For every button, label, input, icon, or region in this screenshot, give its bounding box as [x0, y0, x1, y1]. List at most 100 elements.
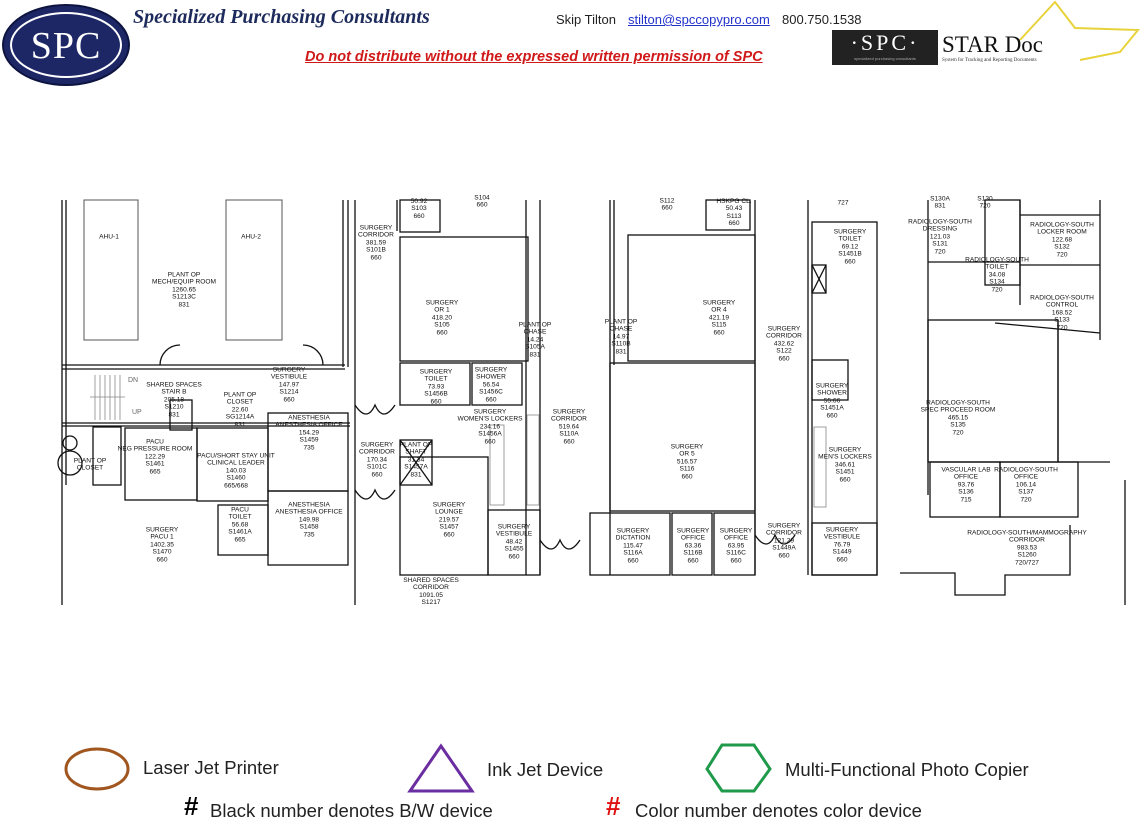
- room-label-line: 516.57: [676, 458, 698, 466]
- room-label-line: 31.34: [407, 456, 425, 464]
- room-label-line: 831: [234, 421, 246, 429]
- star-doc-logo: ·SPC· specialized purchasing consultants…: [830, 0, 1140, 90]
- room-label-line: 720: [991, 286, 1003, 294]
- room-label-line: RADIOLOGY-SOUTH: [908, 218, 972, 226]
- room-label-line: OFFICE: [953, 473, 979, 481]
- room-label-line: 106.14: [1015, 481, 1037, 489]
- room-label-line: 122.29: [144, 453, 166, 461]
- room-label-line: SHOWER: [476, 373, 506, 381]
- room-label-line: 831: [529, 351, 541, 359]
- room-label-line: S105: [434, 321, 450, 329]
- room-label-line: 660: [443, 531, 455, 539]
- room-label-line: S112: [659, 197, 675, 205]
- room-label-line: 720: [952, 429, 964, 437]
- room-label-line: CORRIDOR: [359, 448, 395, 456]
- room-label-line: 660: [485, 396, 497, 404]
- room-label-line: ANESTHESIA: [288, 501, 330, 509]
- room-label-line: CORRIDOR: [766, 529, 802, 537]
- room-label-line: S136: [958, 488, 974, 496]
- room-label-line: PLANT OP: [518, 321, 552, 329]
- room-label-line: S130A: [930, 195, 950, 203]
- room-label-line: PLANT OP: [399, 441, 433, 449]
- room-label-line: MEN'S LOCKERS: [818, 453, 872, 461]
- room-label-line: VESTIBULE: [270, 373, 308, 381]
- room-label-line: 660: [508, 553, 520, 561]
- room-label-line: 122.68: [1051, 236, 1073, 244]
- room-label-line: S1449: [832, 548, 852, 556]
- distribution-warning: Do not distribute without the expressed …: [305, 49, 763, 65]
- room-label-line: STAIR B: [161, 388, 187, 396]
- room-label-line: 14.24: [526, 336, 544, 344]
- room-label-line: 665: [234, 536, 246, 544]
- room-label-line: SURGERY: [360, 441, 394, 449]
- room-label-line: 660: [156, 556, 168, 564]
- room-label-line: 660: [484, 438, 496, 446]
- room-label-line: 660: [661, 205, 673, 212]
- room-label-line: S103: [411, 205, 427, 213]
- room-label-line: CLOSET: [76, 465, 104, 472]
- contact-email-link[interactable]: stilton@spccopypro.com: [628, 12, 770, 27]
- room-label-line: 170.34: [366, 456, 388, 464]
- room-label-line: S113: [726, 213, 742, 220]
- room-label-line: SG1214A: [225, 413, 255, 421]
- room-label-line: S1461A: [228, 528, 252, 536]
- room-label-line: S1214: [279, 388, 299, 396]
- room-label-line: RADIOLOGY-SOUTH: [965, 256, 1029, 264]
- room-label-line: 715: [960, 496, 972, 504]
- room-label-line: 168.52: [1051, 309, 1073, 317]
- room-label-line: SHARED SPACES: [146, 381, 202, 389]
- room-label-line: HSKPG CL.: [716, 198, 752, 206]
- room-label-line: 831: [168, 411, 180, 419]
- room-label-line: 56.54: [482, 381, 500, 389]
- room-label-line: S1456A: [478, 430, 502, 438]
- room-label-line: SURGERY: [767, 325, 801, 333]
- room-label: AHU-1: [99, 233, 119, 240]
- room-label-line: 665: [149, 468, 161, 476]
- room-label-line: 660: [844, 258, 856, 266]
- room-label-line: OR 4: [711, 306, 727, 314]
- star-outline-icon: [1019, 0, 1140, 61]
- room-label-line: VESTIBULE: [823, 533, 861, 541]
- room-label-line: S116A: [623, 549, 643, 557]
- room-label-line: S122: [776, 347, 792, 355]
- room-label-line: 121.29: [773, 537, 795, 545]
- room-label-line: SURGERY: [359, 224, 393, 232]
- room-label-line: 660: [627, 557, 639, 565]
- room-label-line: S101C: [366, 463, 388, 471]
- room-label-line: S1213C: [172, 293, 196, 301]
- room-label-line: 660: [778, 552, 790, 560]
- legend-bw-note: Black number denotes B/W device: [210, 800, 493, 821]
- room-label-line: RADIOLOGY-SOUTH: [994, 466, 1058, 474]
- room-label-line: 660: [370, 254, 382, 262]
- inkjet-triangle-icon: [407, 743, 475, 793]
- room-label-line: S110B: [611, 340, 631, 348]
- legend-mfp-label: Multi-Functional Photo Copier: [785, 759, 1029, 780]
- room-label-line: 22.60: [231, 406, 249, 414]
- contact-name: Skip Tilton: [556, 12, 616, 27]
- room-label-line: SURGERY: [719, 527, 753, 535]
- room-label-line: 660: [283, 396, 295, 404]
- room-label-line: PACU 1: [150, 533, 174, 541]
- room-label-line: 735: [303, 531, 315, 539]
- room-label-line: 720: [1056, 324, 1068, 332]
- room-label-line: SURGERY: [833, 228, 867, 236]
- room-label-line: 93.76: [957, 481, 975, 489]
- room-label-line: CORRIDOR: [766, 332, 802, 340]
- room-label-line: PLANT OP: [167, 271, 201, 279]
